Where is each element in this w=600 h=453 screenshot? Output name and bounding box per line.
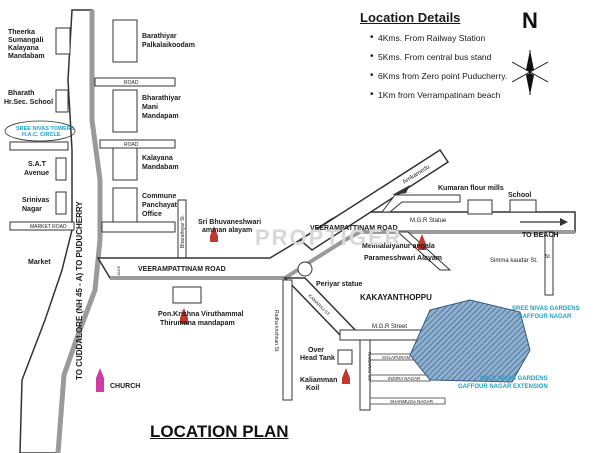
upper-road-2 [99,139,176,149]
location-details-title: Location Details [360,10,461,25]
indira-nagar-road [369,374,431,382]
temple-icon [210,226,218,242]
barathiyar-palkalai-building [112,19,138,63]
shanmuga-nagar-road [369,397,446,405]
beach-street-label: St. [545,254,551,260]
radha-krishnan-label: Radha krishnan St. [273,310,279,353]
veerampattinam-road-label: VEERAMPATTINAM ROAD [138,266,226,273]
kalayana-building [112,147,138,181]
bharathiyar-mani-building [112,89,138,133]
arrikamedu-arrow-icon [392,185,415,195]
compass-north-label: N [522,8,538,33]
road-label-2: ROAD [124,142,139,148]
periyar-statue-circle [297,261,313,277]
location-detail-item: 6Kms from Zero point Puducherry. [370,70,560,81]
bharath-school-building [55,89,69,113]
school-building [509,199,537,213]
sat-avenue-building [55,157,67,181]
shanmuga-nagar-label: SHANMUGA NAGAR [390,399,434,404]
mgr-statue-label: M.G.R Statue [410,218,447,224]
road-label-1: ROAD [124,80,139,86]
kakayanthoppu-label: KAKAYANTHOPPU [360,293,432,302]
location-detail-item: 5Kms. From central bus stand [370,51,560,62]
periyar-statue-label: Periyar statue [316,281,362,288]
nh-45a-edge-shade [55,10,103,453]
arrikamedu-road [298,148,450,251]
srinivas-building [55,191,67,215]
mgr-statue-branch [396,231,452,271]
nh-45a-road [19,9,101,453]
jack-label: JACK [116,265,121,276]
melmalaiyanur-label: Melmalaiyanur angala [362,243,435,250]
solapuram-label: SOLAPURAM [382,355,411,360]
church-icon [96,368,104,392]
location-detail-item: 4Kms. From Railway Station [370,32,560,43]
bharathiyar-street-label: Bharathiyar St. [180,215,186,248]
upper-road-1 [94,77,176,87]
market-road [9,221,75,231]
watermark: PROPTIGER [255,225,403,250]
nh-road-label: TO CUDDALORE (NH 45 - A) TO PUDUCHERRY [75,201,84,380]
indira-nagar-label: INDIRA NAGAR [388,376,421,381]
kumaran-flour-building [467,199,493,215]
sree-nivas-towers-circle [4,120,76,142]
location-detail-item: 1Km from Verrampatinam beach [370,89,560,100]
location-details-list: 4Kms. From Railway Station 5Kms. From ce… [360,32,560,100]
veerampattinam-road-shade [110,230,575,280]
kumaran-road [380,194,461,213]
over-head-tank-building [337,349,353,365]
to-beach-label: TO BEACH [522,232,558,239]
market-road-label: MARKET ROAD [30,224,67,230]
mgr-street-label: M.G.R Street [372,324,407,330]
kumaran-flour-label: Kumaran flour mills [438,185,504,192]
veerampattinam-road-label-2: VEERAMPATTINAM ROAD [310,225,398,232]
ramaraj-street-label: RAMARAJ ST. [367,352,372,381]
commune-building [112,187,138,223]
sree-nivas-gardens-project-area [409,299,531,383]
theerka-building [55,27,71,55]
left-side-road [9,141,69,151]
radha-krishnan-street [282,279,293,401]
simma-kaudar-label: Simma kaudar St. [490,258,538,264]
school-label: School [508,192,531,199]
plan-title: LOCATION PLAN [150,422,289,441]
church-label: CHURCH [110,383,140,390]
location-details-panel: Location Details 4Kms. From Railway Stat… [360,10,560,109]
temple-icon [342,368,350,384]
pon-krishna-building [172,286,202,304]
commune-road [101,221,176,233]
paramesshwari-label: Paramesshwari Alayam [364,255,442,262]
temple-icon [418,234,426,250]
simma-kaudar-street [544,231,554,296]
ramaraj-street [359,339,371,411]
to-beach-arrowhead-icon [560,218,568,226]
market-label: Market [28,259,51,266]
temple-icon [180,308,188,324]
